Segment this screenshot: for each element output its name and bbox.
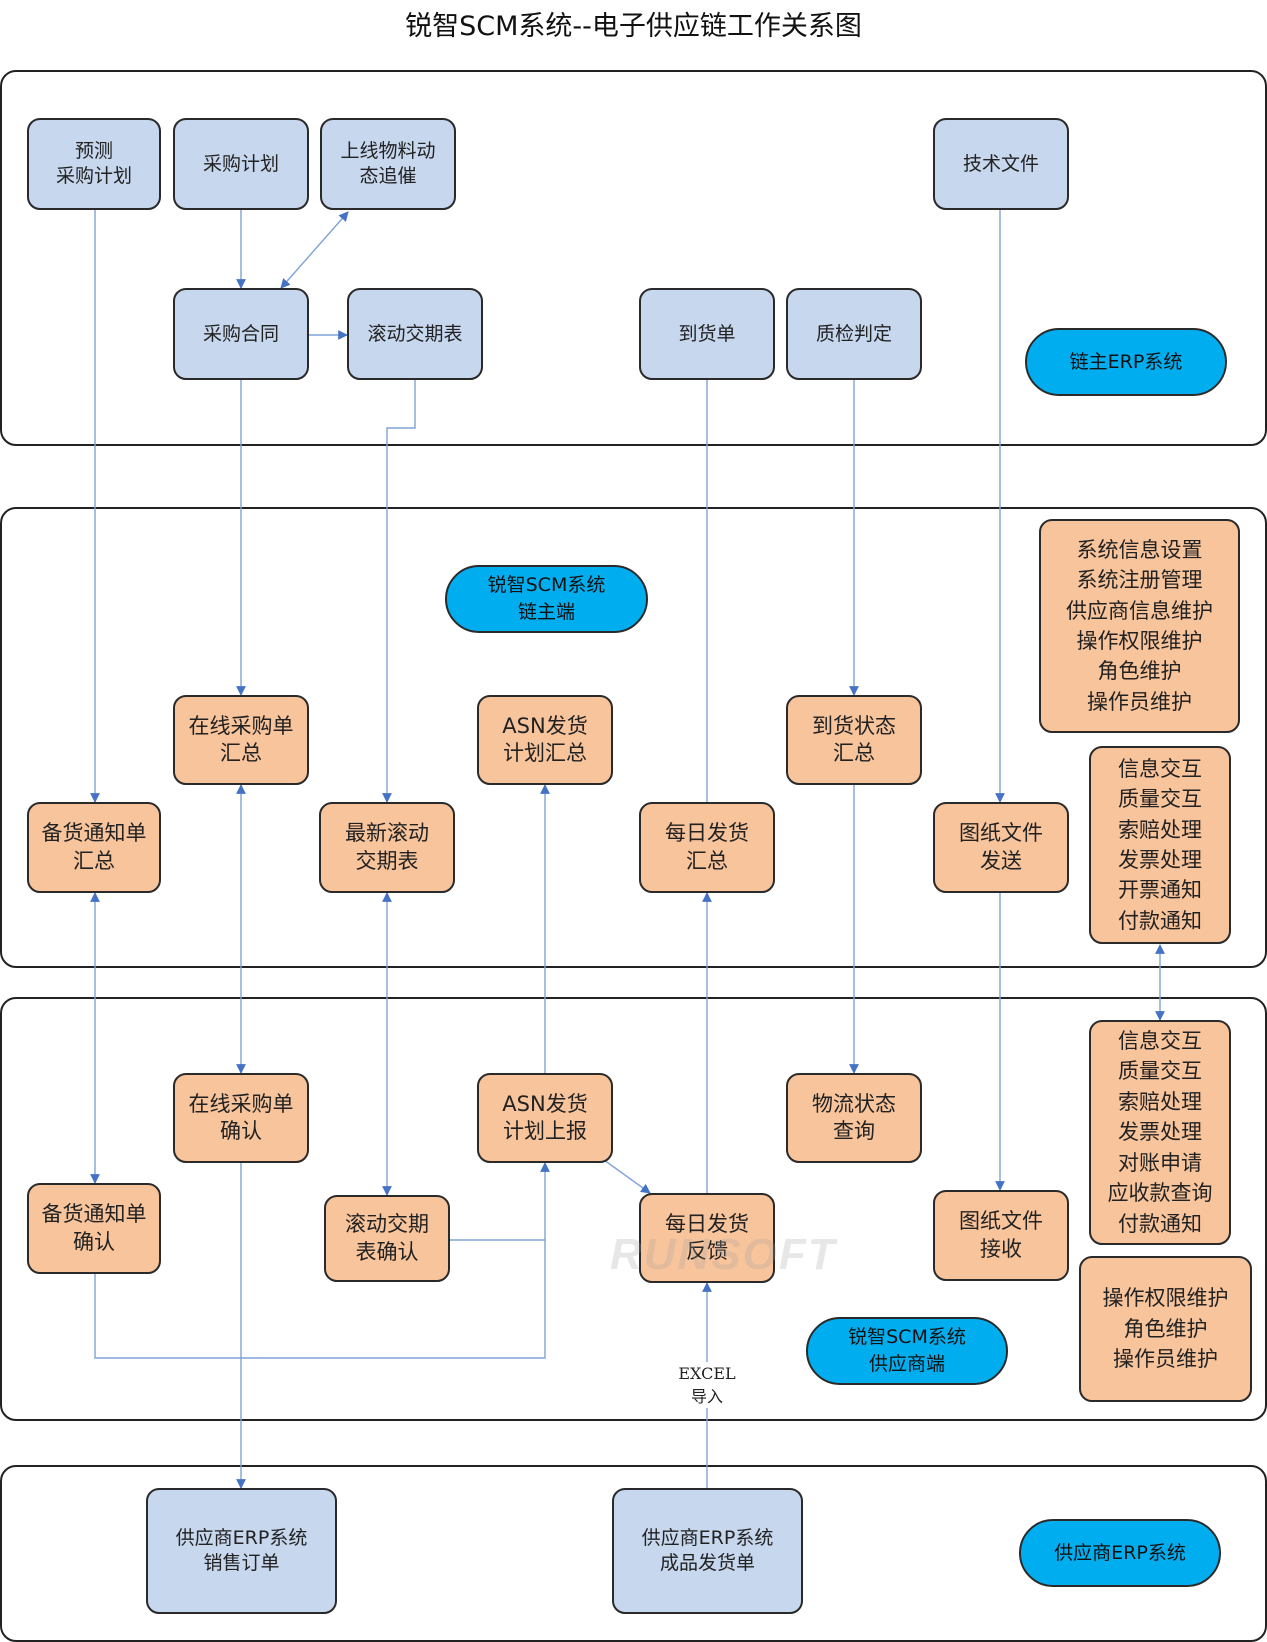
online-po-summary-box: 在线采购单 汇总 [173, 695, 309, 785]
connector-contract-tracking [280, 211, 349, 289]
supplier-interaction-functions-box: 信息交互 质量交互 索赔处理 发票处理 对账申请 应收款查询 付款通知 [1089, 1020, 1231, 1245]
arrival-status-summary-box: 到货状态 汇总 [786, 695, 922, 785]
connector-stock-confirm-to-asn [94, 1240, 546, 1359]
connector-rolling-to-latest [382, 380, 416, 803]
excel-import-note: EXCEL 导入 [670, 1362, 744, 1409]
online-po-confirm-box: 在线采购单 确认 [173, 1073, 309, 1163]
page-title: 锐智SCM系统--电子供应链工作关系图 [405, 11, 862, 42]
sales-order-box: 供应商ERP系统 销售订单 [146, 1488, 337, 1614]
qc-decision-box: 质检判定 [786, 288, 922, 380]
chain-erp-label: 链主ERP系统 [1025, 328, 1227, 396]
drawing-receive-box: 图纸文件 接收 [933, 1190, 1069, 1281]
asn-summary-box: ASN发货 计划汇总 [477, 695, 613, 785]
supplier-erp-label: 供应商ERP系统 [1019, 1519, 1221, 1587]
scm-owner-label: 锐智SCM系统 链主端 [445, 565, 648, 633]
material-tracking-box: 上线物料动 态追催 [320, 118, 456, 210]
purchase-contract-box: 采购合同 [173, 288, 309, 380]
stock-notice-confirm-box: 备货通知单 确认 [27, 1183, 161, 1274]
logistics-query-box: 物流状态 查询 [786, 1073, 922, 1163]
daily-shipping-summary-box: 每日发货 汇总 [639, 802, 775, 893]
owner-admin-functions-box: 系统信息设置 系统注册管理 供应商信息维护 操作权限维护 角色维护 操作员维护 [1039, 519, 1240, 733]
forecast-purchase-plan-box: 预测 采购计划 [27, 118, 161, 210]
latest-rolling-schedule-box: 最新滚动 交期表 [319, 802, 455, 893]
stock-notice-summary-box: 备货通知单 汇总 [27, 802, 161, 893]
tech-docs-box: 技术文件 [933, 118, 1069, 210]
arrival-note-box: 到货单 [639, 288, 775, 380]
scm-supplier-label: 锐智SCM系统 供应商端 [806, 1317, 1008, 1385]
rolling-confirm-box: 滚动交期 表确认 [324, 1195, 450, 1282]
daily-shipping-feedback-box: 每日发货 反馈 [639, 1193, 775, 1283]
connector-rolling-confirm-to-asn [450, 1162, 550, 1241]
shipping-note-box: 供应商ERP系统 成品发货单 [612, 1488, 803, 1614]
runsoft-watermark: RUNSOFT [610, 1230, 837, 1279]
supplier-admin-functions-box: 操作权限维护 角色维护 操作员维护 [1079, 1256, 1252, 1402]
drawing-send-box: 图纸文件 发送 [933, 802, 1069, 893]
rolling-schedule-box: 滚动交期表 [347, 288, 483, 380]
owner-interaction-functions-box: 信息交互 质量交互 索赔处理 发票处理 开票通知 付款通知 [1089, 746, 1231, 944]
purchase-plan-box: 采购计划 [173, 118, 309, 210]
asn-report-box: ASN发货 计划上报 [477, 1073, 613, 1163]
connector-asn-to-feedback [603, 1159, 651, 1194]
